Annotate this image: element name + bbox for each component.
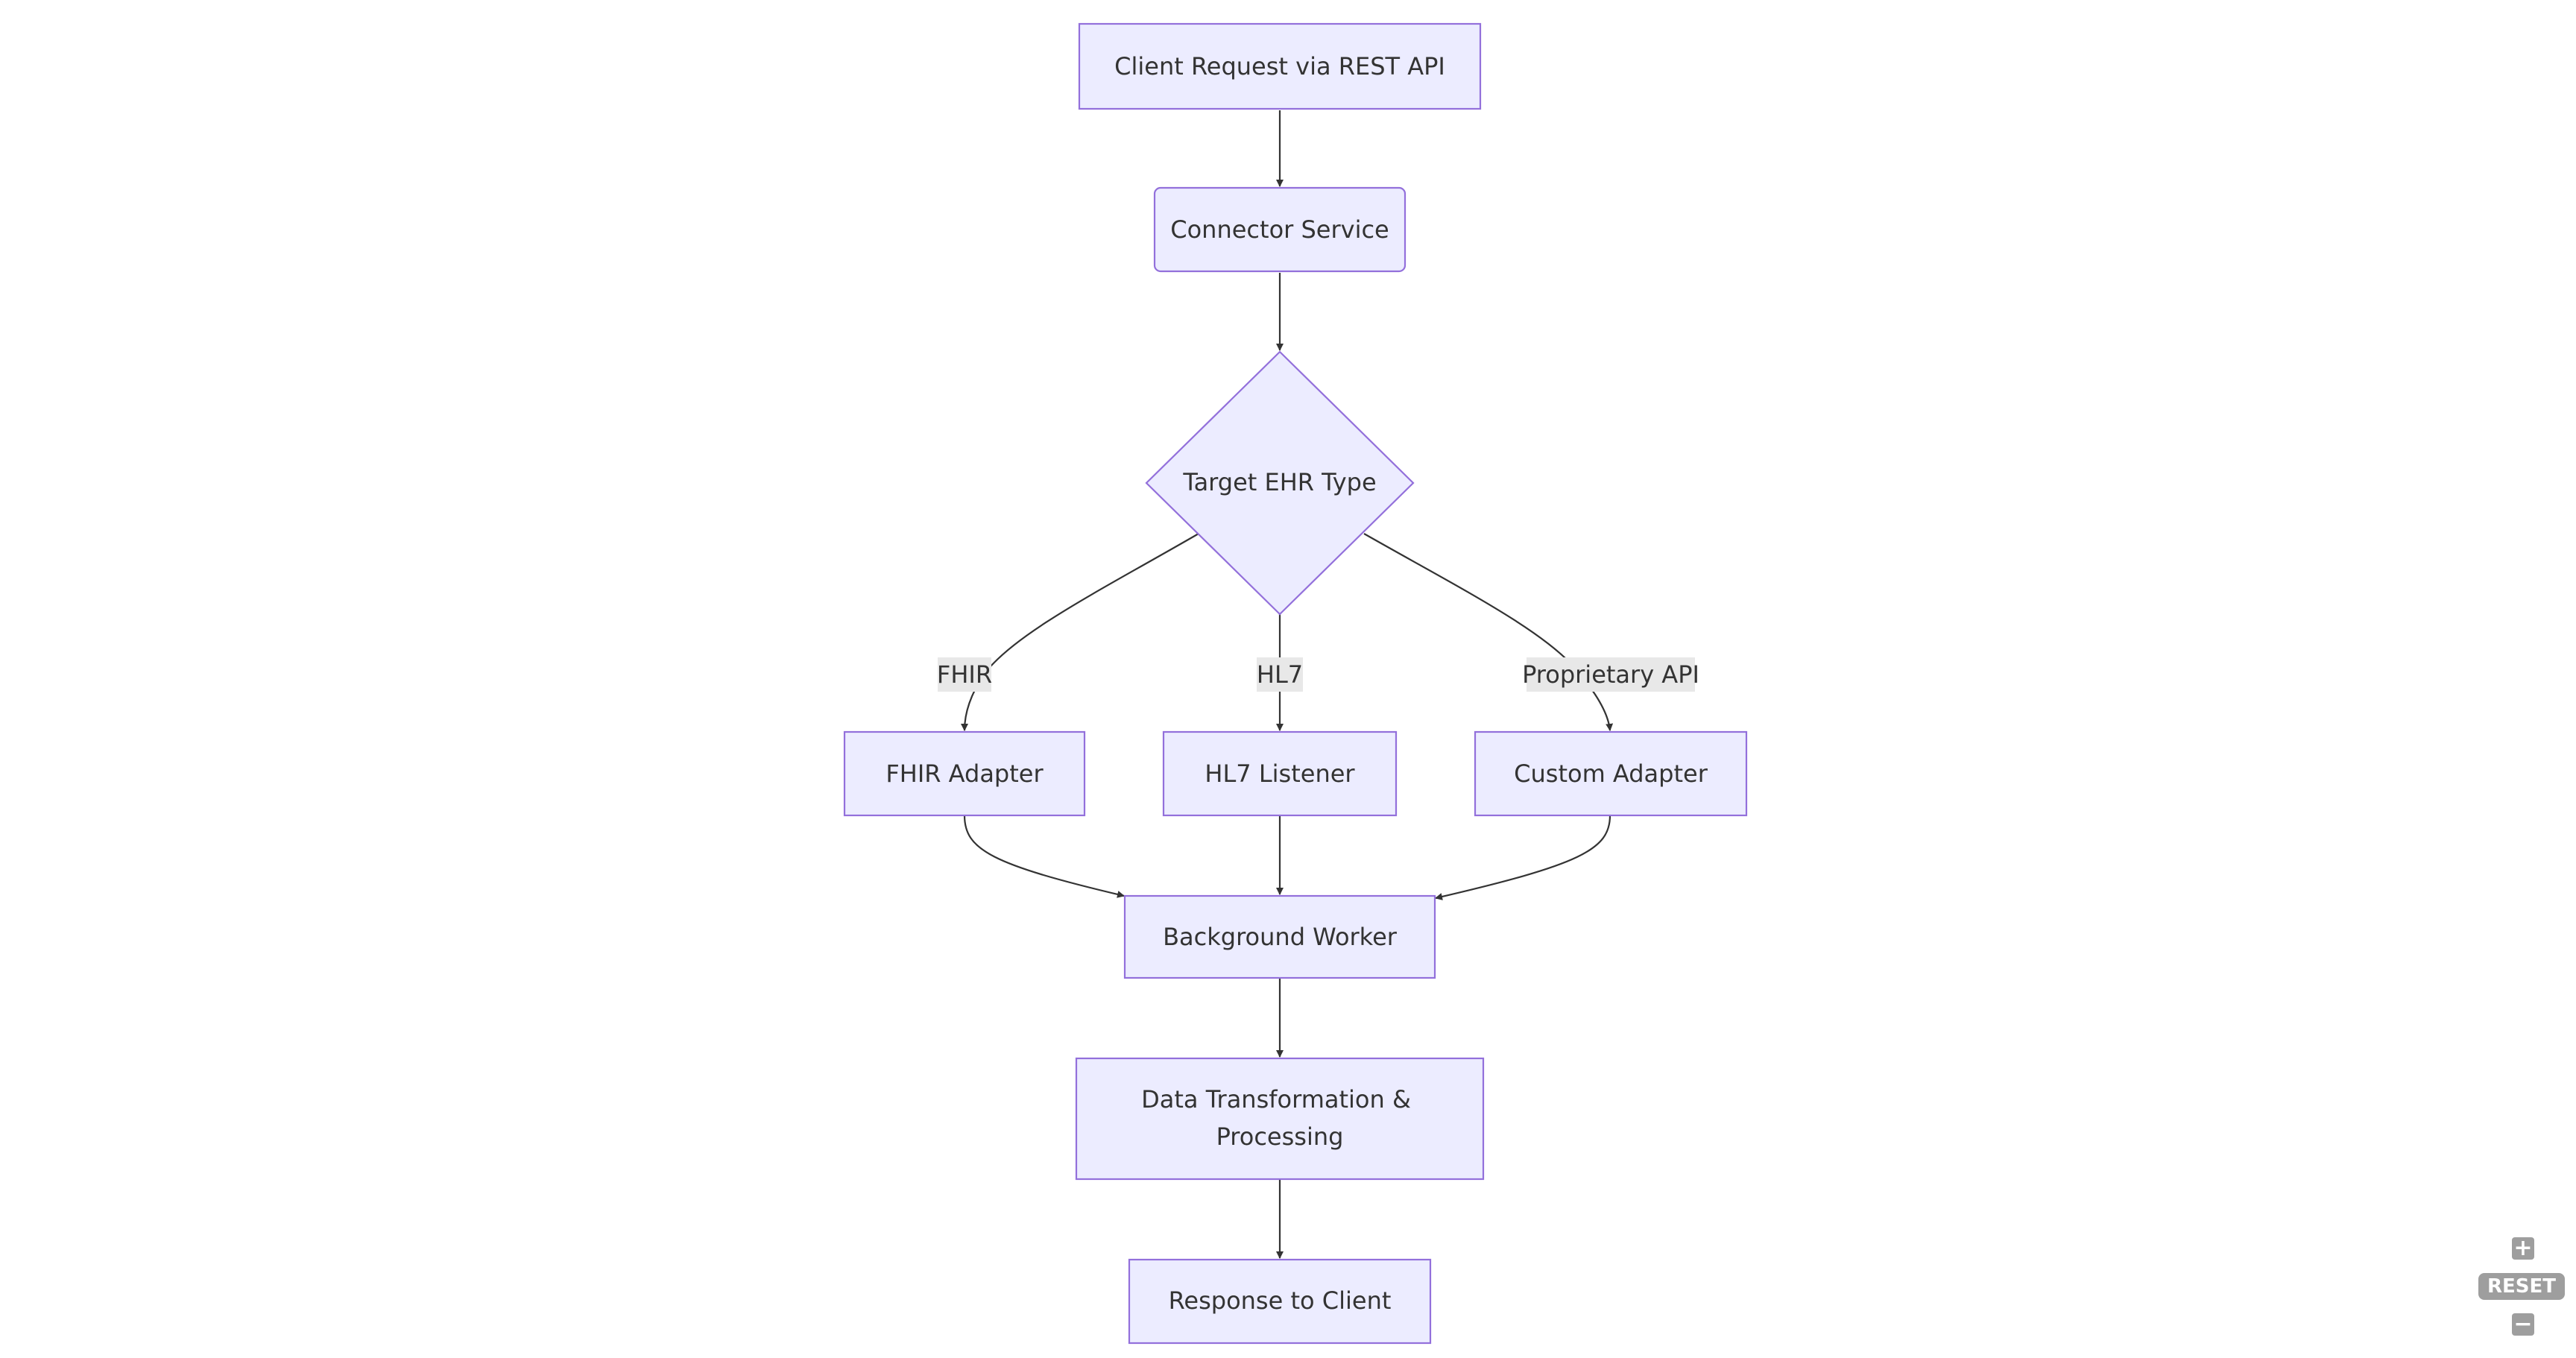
node-data-transformation[interactable]: Data Transformation & Processing: [1075, 1057, 1485, 1181]
zoom-reset-button[interactable]: RESET: [2478, 1273, 2565, 1300]
edge-label-hl7: HL7: [1257, 657, 1303, 692]
svg-text:FHIR: FHIR: [937, 660, 992, 689]
edge-custom-to-worker: [1435, 815, 1611, 900]
svg-text:Connector Service: Connector Service: [1170, 215, 1389, 244]
svg-text:Custom Adapter: Custom Adapter: [1514, 759, 1708, 788]
zoom-out-button[interactable]: −: [2512, 1313, 2534, 1336]
node-target-ehr-type-decision[interactable]: Target EHR Type: [1145, 350, 1415, 616]
svg-text:Target EHR Type: Target EHR Type: [1182, 468, 1376, 496]
svg-text:Processing: Processing: [1216, 1122, 1344, 1151]
svg-text:FHIR Adapter: FHIR Adapter: [886, 759, 1044, 788]
node-hl7-listener[interactable]: HL7 Listener: [1162, 730, 1398, 817]
edge-fhir-to-worker: [963, 815, 1125, 898]
edge-label-fhir: FHIR: [937, 657, 992, 692]
svg-text:HL7: HL7: [1257, 660, 1303, 689]
edge-label-proprietary-api: Proprietary API: [1522, 657, 1699, 692]
svg-text:Response to Client: Response to Client: [1169, 1286, 1392, 1315]
node-custom-adapter[interactable]: Custom Adapter: [1474, 730, 1748, 817]
zoom-in-button[interactable]: +: [2512, 1237, 2534, 1260]
node-response-to-client[interactable]: Response to Client: [1128, 1258, 1432, 1345]
edge-decision-to-custom: [1363, 533, 1614, 731]
node-background-worker[interactable]: Background Worker: [1123, 894, 1436, 979]
zoom-controls: + RESET −: [2478, 1237, 2568, 1349]
svg-text:Client Request via REST API: Client Request via REST API: [1114, 52, 1445, 80]
svg-text:Background Worker: Background Worker: [1163, 923, 1398, 951]
node-connector-service[interactable]: Connector Service: [1153, 186, 1407, 273]
svg-text:Data Transformation &: Data Transformation &: [1141, 1085, 1411, 1114]
edge-decision-to-fhir: [961, 533, 1199, 731]
svg-text:Proprietary API: Proprietary API: [1522, 660, 1699, 689]
node-client-request[interactable]: Client Request via REST API: [1078, 22, 1482, 110]
svg-text:HL7 Listener: HL7 Listener: [1205, 759, 1355, 788]
node-fhir-adapter[interactable]: FHIR Adapter: [843, 730, 1086, 817]
